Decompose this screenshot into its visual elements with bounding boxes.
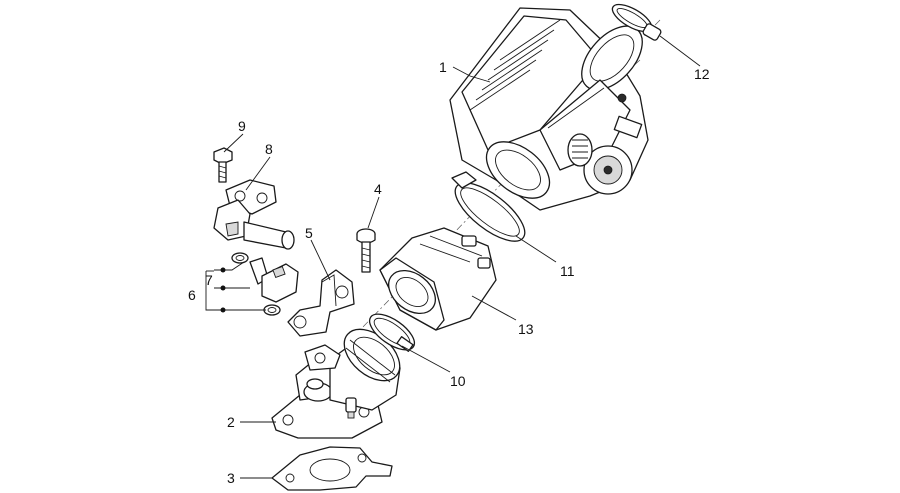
part-screw-4	[356, 228, 376, 273]
callout-10: 10	[450, 373, 466, 389]
callout-4: 4	[374, 181, 382, 197]
part-gasket	[271, 446, 393, 491]
callout-9: 9	[238, 118, 246, 134]
callout-11: 11	[560, 263, 575, 279]
callout-dots	[220, 267, 226, 313]
callout-2: 2	[227, 414, 235, 430]
part-clip-12	[611, 3, 662, 41]
callout-3: 3	[227, 470, 235, 486]
part-throttle-body	[449, 7, 649, 211]
part-sender-group	[231, 252, 299, 316]
part-adapter-13	[379, 227, 497, 331]
callout-8: 8	[265, 141, 273, 157]
leader-lines	[205, 35, 701, 479]
callout-1: 1	[439, 59, 447, 75]
callout-13: 13	[518, 321, 534, 337]
part-bracket	[287, 269, 355, 337]
callout-7: 7	[205, 272, 213, 288]
callout-12: 12	[694, 66, 710, 82]
part-clamp-11	[451, 171, 526, 242]
part-clamp-10	[368, 313, 416, 352]
callout-6: 6	[188, 287, 196, 303]
callout-labels: 1 2 3 4 5 6 7 8 9 10 11 12 13	[188, 59, 710, 486]
callout-5: 5	[305, 225, 313, 241]
part-sensor-8	[213, 179, 295, 250]
part-bolt-9	[213, 147, 233, 183]
